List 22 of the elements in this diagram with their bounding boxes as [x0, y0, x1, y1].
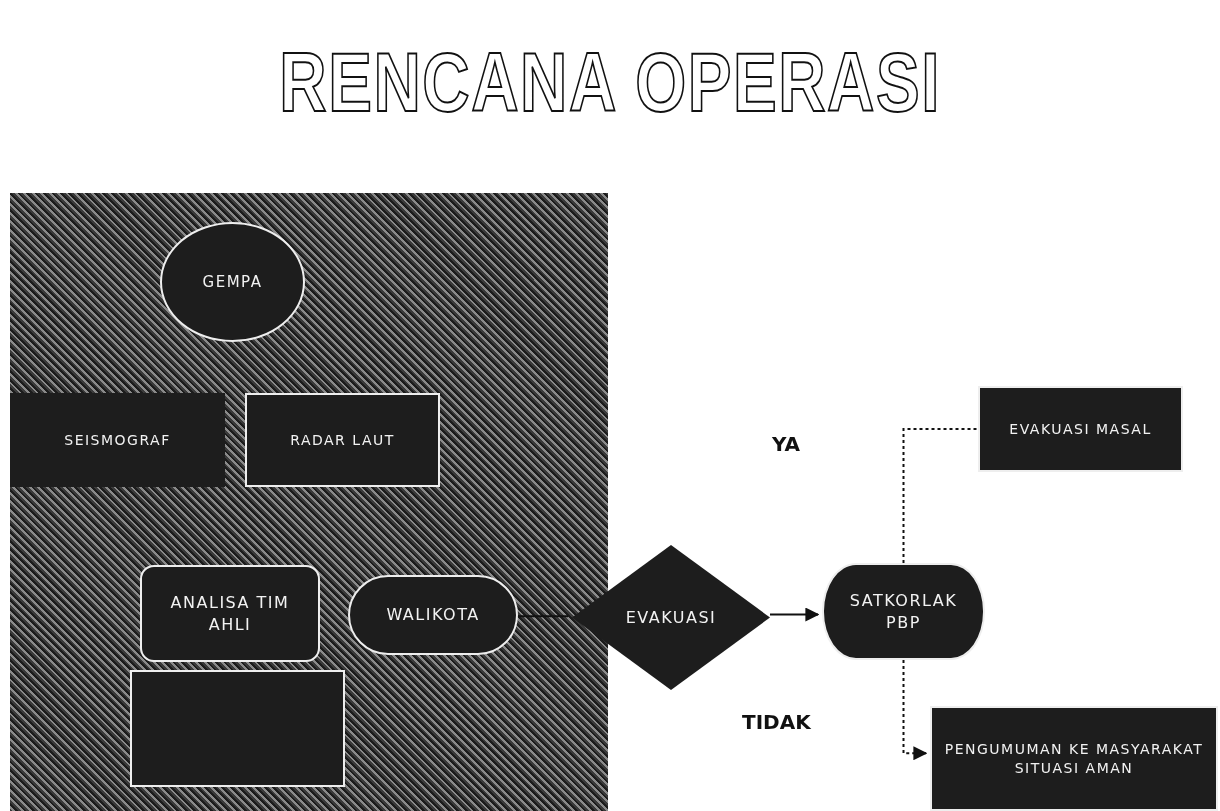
node-label: WALIKOTA: [386, 604, 480, 626]
decision-diamond: [572, 545, 770, 690]
process-box: [245, 393, 440, 487]
node-label: EVAKUASI: [625, 606, 717, 629]
node-label: GEMPA: [202, 271, 263, 293]
node-label: SATKORLAK PBP: [848, 589, 959, 634]
branch-label: TIDAK: [742, 710, 811, 734]
arrow: [769, 607, 820, 622]
arrow: [902, 659, 928, 761]
process-box: [930, 706, 1218, 811]
node-label: EVAKUASI MASAL: [1009, 419, 1152, 439]
diagram-title: RENCANA OPERASI: [278, 40, 942, 124]
process-box: [348, 575, 518, 655]
node-label: PENGUMUMAN KE MASYARAKAT SITUASI AMAN: [943, 739, 1205, 778]
process-box: [140, 565, 320, 662]
process-box: [978, 386, 1183, 472]
node-label: RADAR LAUT: [290, 430, 395, 450]
process-box: [10, 393, 225, 487]
branch-label: YA: [772, 432, 801, 456]
node-label: ANALISA TIM AHLI: [169, 591, 291, 636]
node-label: SEISMOGRAF: [64, 430, 171, 450]
process-box: [130, 670, 345, 787]
